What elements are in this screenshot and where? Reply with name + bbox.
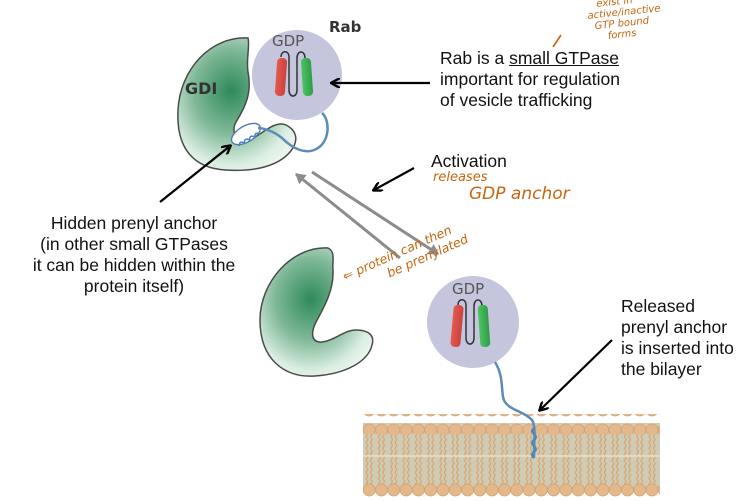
- pointer-arrow-hidden-anchor: [159, 146, 230, 203]
- released-line4: the bilayer: [621, 359, 702, 379]
- handwritten-note-gtp-forms: exist in active/inactive GTP bound forms: [586, 0, 663, 44]
- gdp-label-bottom: GDP: [452, 280, 484, 298]
- gdi-protein-top: [177, 37, 297, 172]
- rab-description-prefix: Rab is a: [440, 48, 510, 68]
- rab-description-line2: important for regulation: [440, 69, 620, 89]
- hidden-anchor-line2: (in other small GTPases: [40, 234, 228, 254]
- lipid-bilayer: [363, 414, 660, 499]
- gdp-label-top: GDP: [272, 32, 304, 50]
- handwritten-note-activation: releases GDP anchor: [433, 170, 570, 204]
- forward-arrow: [311, 170, 439, 256]
- pointer-arrow-released: [540, 339, 613, 410]
- released-anchor-label: Released prenyl anchor is inserted into …: [621, 296, 734, 380]
- gdi-label-top: GDI: [185, 79, 217, 98]
- pointer-arrow-activation: [374, 167, 415, 190]
- rab-description-line3: of vesicle trafficking: [440, 90, 593, 110]
- gdi-protein-bottom: [259, 247, 374, 377]
- rab-protein-bottom: [427, 276, 519, 368]
- hidden-anchor-line4: protein itself): [83, 276, 185, 296]
- rab-description-underlined: small GTPase: [509, 48, 619, 68]
- released-line2: prenyl anchor: [621, 317, 728, 337]
- reverse-arrow: [295, 172, 401, 260]
- hidden-anchor-line3: it can be hidden within the: [32, 255, 236, 275]
- hidden-anchor-line1: Hidden prenyl anchor: [50, 213, 218, 233]
- released-line1: Released: [621, 296, 695, 316]
- handwritten-line: releases: [433, 170, 488, 185]
- rab-description: Rab is a small GTPase important for regu…: [440, 48, 620, 111]
- rab-label: Rab: [329, 18, 362, 36]
- prenyl-linker-top: [257, 112, 329, 153]
- rab-protein-top: [252, 30, 342, 120]
- activation-label: Activation: [431, 151, 507, 171]
- prenyl-anchor-inserted: [531, 427, 537, 459]
- hidden-anchor-label: Hidden prenyl anchor (in other small GTP…: [0, 213, 268, 297]
- annotation-tick: [552, 34, 562, 48]
- handwritten-line: GDP anchor: [469, 184, 570, 204]
- released-line3: is inserted into: [621, 338, 734, 358]
